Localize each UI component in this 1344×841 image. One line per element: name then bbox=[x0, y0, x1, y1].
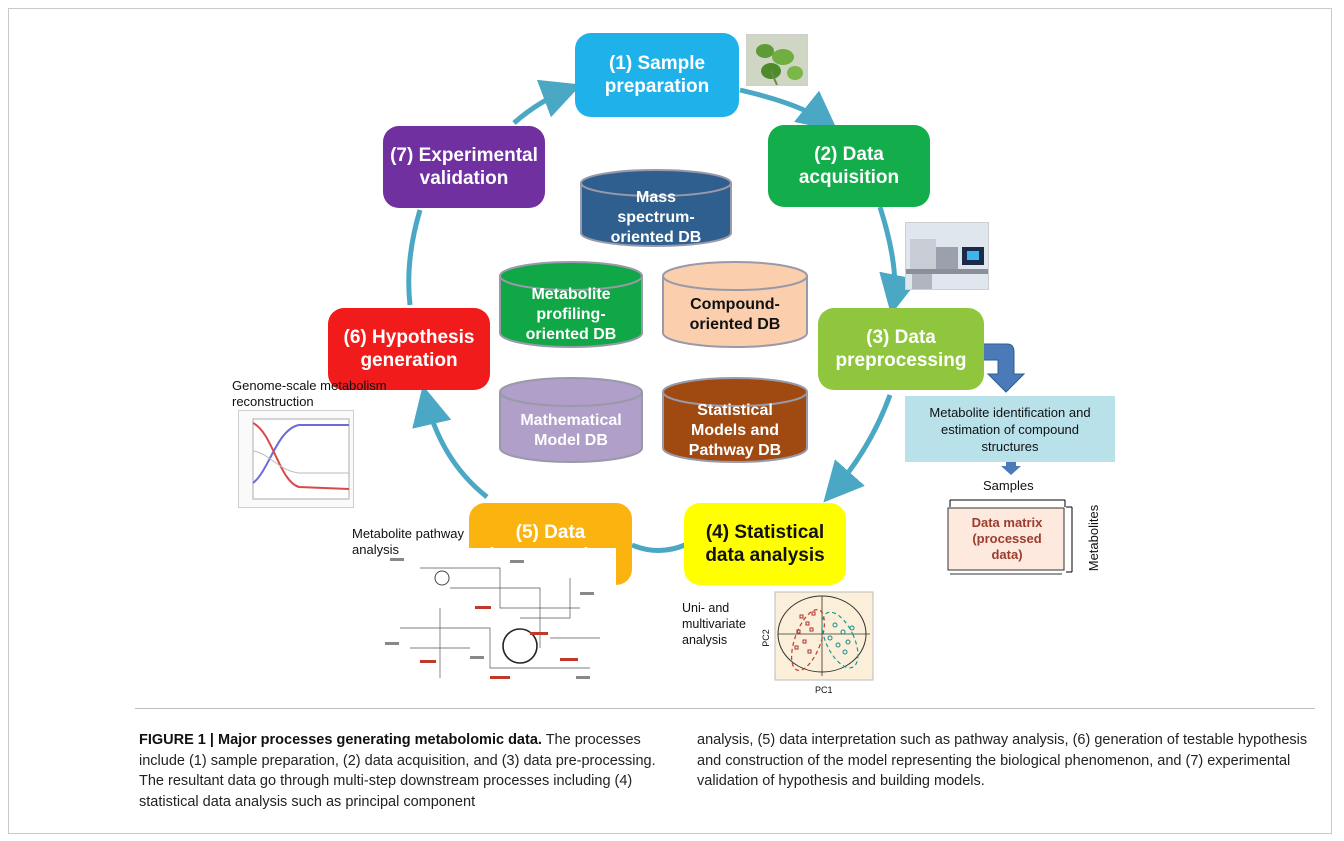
caption-left: FIGURE 1 | Major processes generating me… bbox=[139, 730, 659, 812]
caption-right-text: analysis, (5) data interpretation such a… bbox=[697, 732, 1308, 789]
caption-left-text: The processes include (1) sample prepara… bbox=[139, 732, 656, 810]
db-stat-label: Statistical Models and Pathway DB bbox=[688, 402, 782, 459]
connector-6-to-7 bbox=[406, 209, 423, 306]
instrument-photo bbox=[905, 222, 989, 290]
db-math-cylinder bbox=[499, 377, 643, 463]
step-label: (3) Data preprocessing bbox=[835, 327, 967, 371]
caption-title: FIGURE 1 | Major processes generating me… bbox=[139, 732, 542, 748]
step-experimental-validation: (7) Experimental validation bbox=[383, 126, 545, 208]
figure-frame bbox=[8, 8, 1332, 834]
arrow-2-to-3 bbox=[877, 206, 919, 315]
pca-plot bbox=[774, 591, 874, 681]
multivariate-label: Uni- and multivariate analysis bbox=[682, 601, 746, 647]
separator-line bbox=[135, 708, 1315, 709]
arrow-5-to-6 bbox=[412, 385, 489, 499]
pc1-label: PC1 bbox=[815, 685, 833, 695]
db-stat-cylinder bbox=[662, 377, 808, 463]
genome-model-plot bbox=[238, 410, 354, 508]
db-compound-label: Compound-oriented DB bbox=[689, 296, 781, 333]
db-compound-cylinder bbox=[662, 261, 808, 348]
data-matrix-box bbox=[947, 507, 1065, 571]
connector-4-to-5 bbox=[631, 542, 686, 553]
samples-label: Samples bbox=[983, 478, 1034, 493]
step-label: (2) Data acquisition bbox=[798, 144, 900, 188]
arrow-3-to-4 bbox=[823, 394, 893, 503]
step-data-preprocessing: (3) Data preprocessing bbox=[818, 308, 984, 390]
db-metabolite-label: Metabolite profiling-oriented DB bbox=[525, 286, 617, 343]
metabolites-label: Metabolites bbox=[1086, 504, 1101, 572]
plant-photo bbox=[746, 34, 808, 86]
db-mass-label: Mass spectrum-oriented DB bbox=[610, 189, 702, 246]
pc2-label: PC2 bbox=[760, 629, 771, 647]
step-data-acquisition: (2) Data acquisition bbox=[768, 125, 930, 207]
caption-right: analysis, (5) data interpretation such a… bbox=[697, 730, 1312, 792]
step-label: (4) Statistical data analysis bbox=[705, 522, 825, 566]
db-metabolite-cylinder bbox=[499, 261, 643, 348]
step-label: (6) Hypothesis generation bbox=[343, 327, 475, 371]
down-arrow-small bbox=[1001, 462, 1021, 475]
step-label: (1) Sample preparation bbox=[604, 53, 710, 97]
pathway-label: Metabolite pathway analysis bbox=[352, 526, 465, 557]
db-mass-cylinder bbox=[580, 169, 732, 247]
arrow-1-to-2 bbox=[739, 87, 838, 132]
step-hypothesis-generation: (6) Hypothesis generation bbox=[328, 308, 490, 390]
pathway-map bbox=[380, 548, 616, 690]
identification-box: Metabolite identification and estimation… bbox=[905, 396, 1115, 462]
arrow-7-to-1 bbox=[512, 79, 582, 125]
data-matrix-label: Data matrix (processed data) bbox=[971, 515, 1043, 562]
db-math-label: Mathematical Model DB bbox=[520, 412, 622, 449]
step-statistical-analysis: (4) Statistical data analysis bbox=[684, 503, 846, 585]
step-label: (7) Experimental validation bbox=[390, 145, 538, 189]
step-sample-preparation: (1) Sample preparation bbox=[575, 33, 739, 117]
genome-label: Genome-scale metabolism reconstruction bbox=[232, 378, 387, 409]
bend-arrow bbox=[982, 343, 1026, 393]
